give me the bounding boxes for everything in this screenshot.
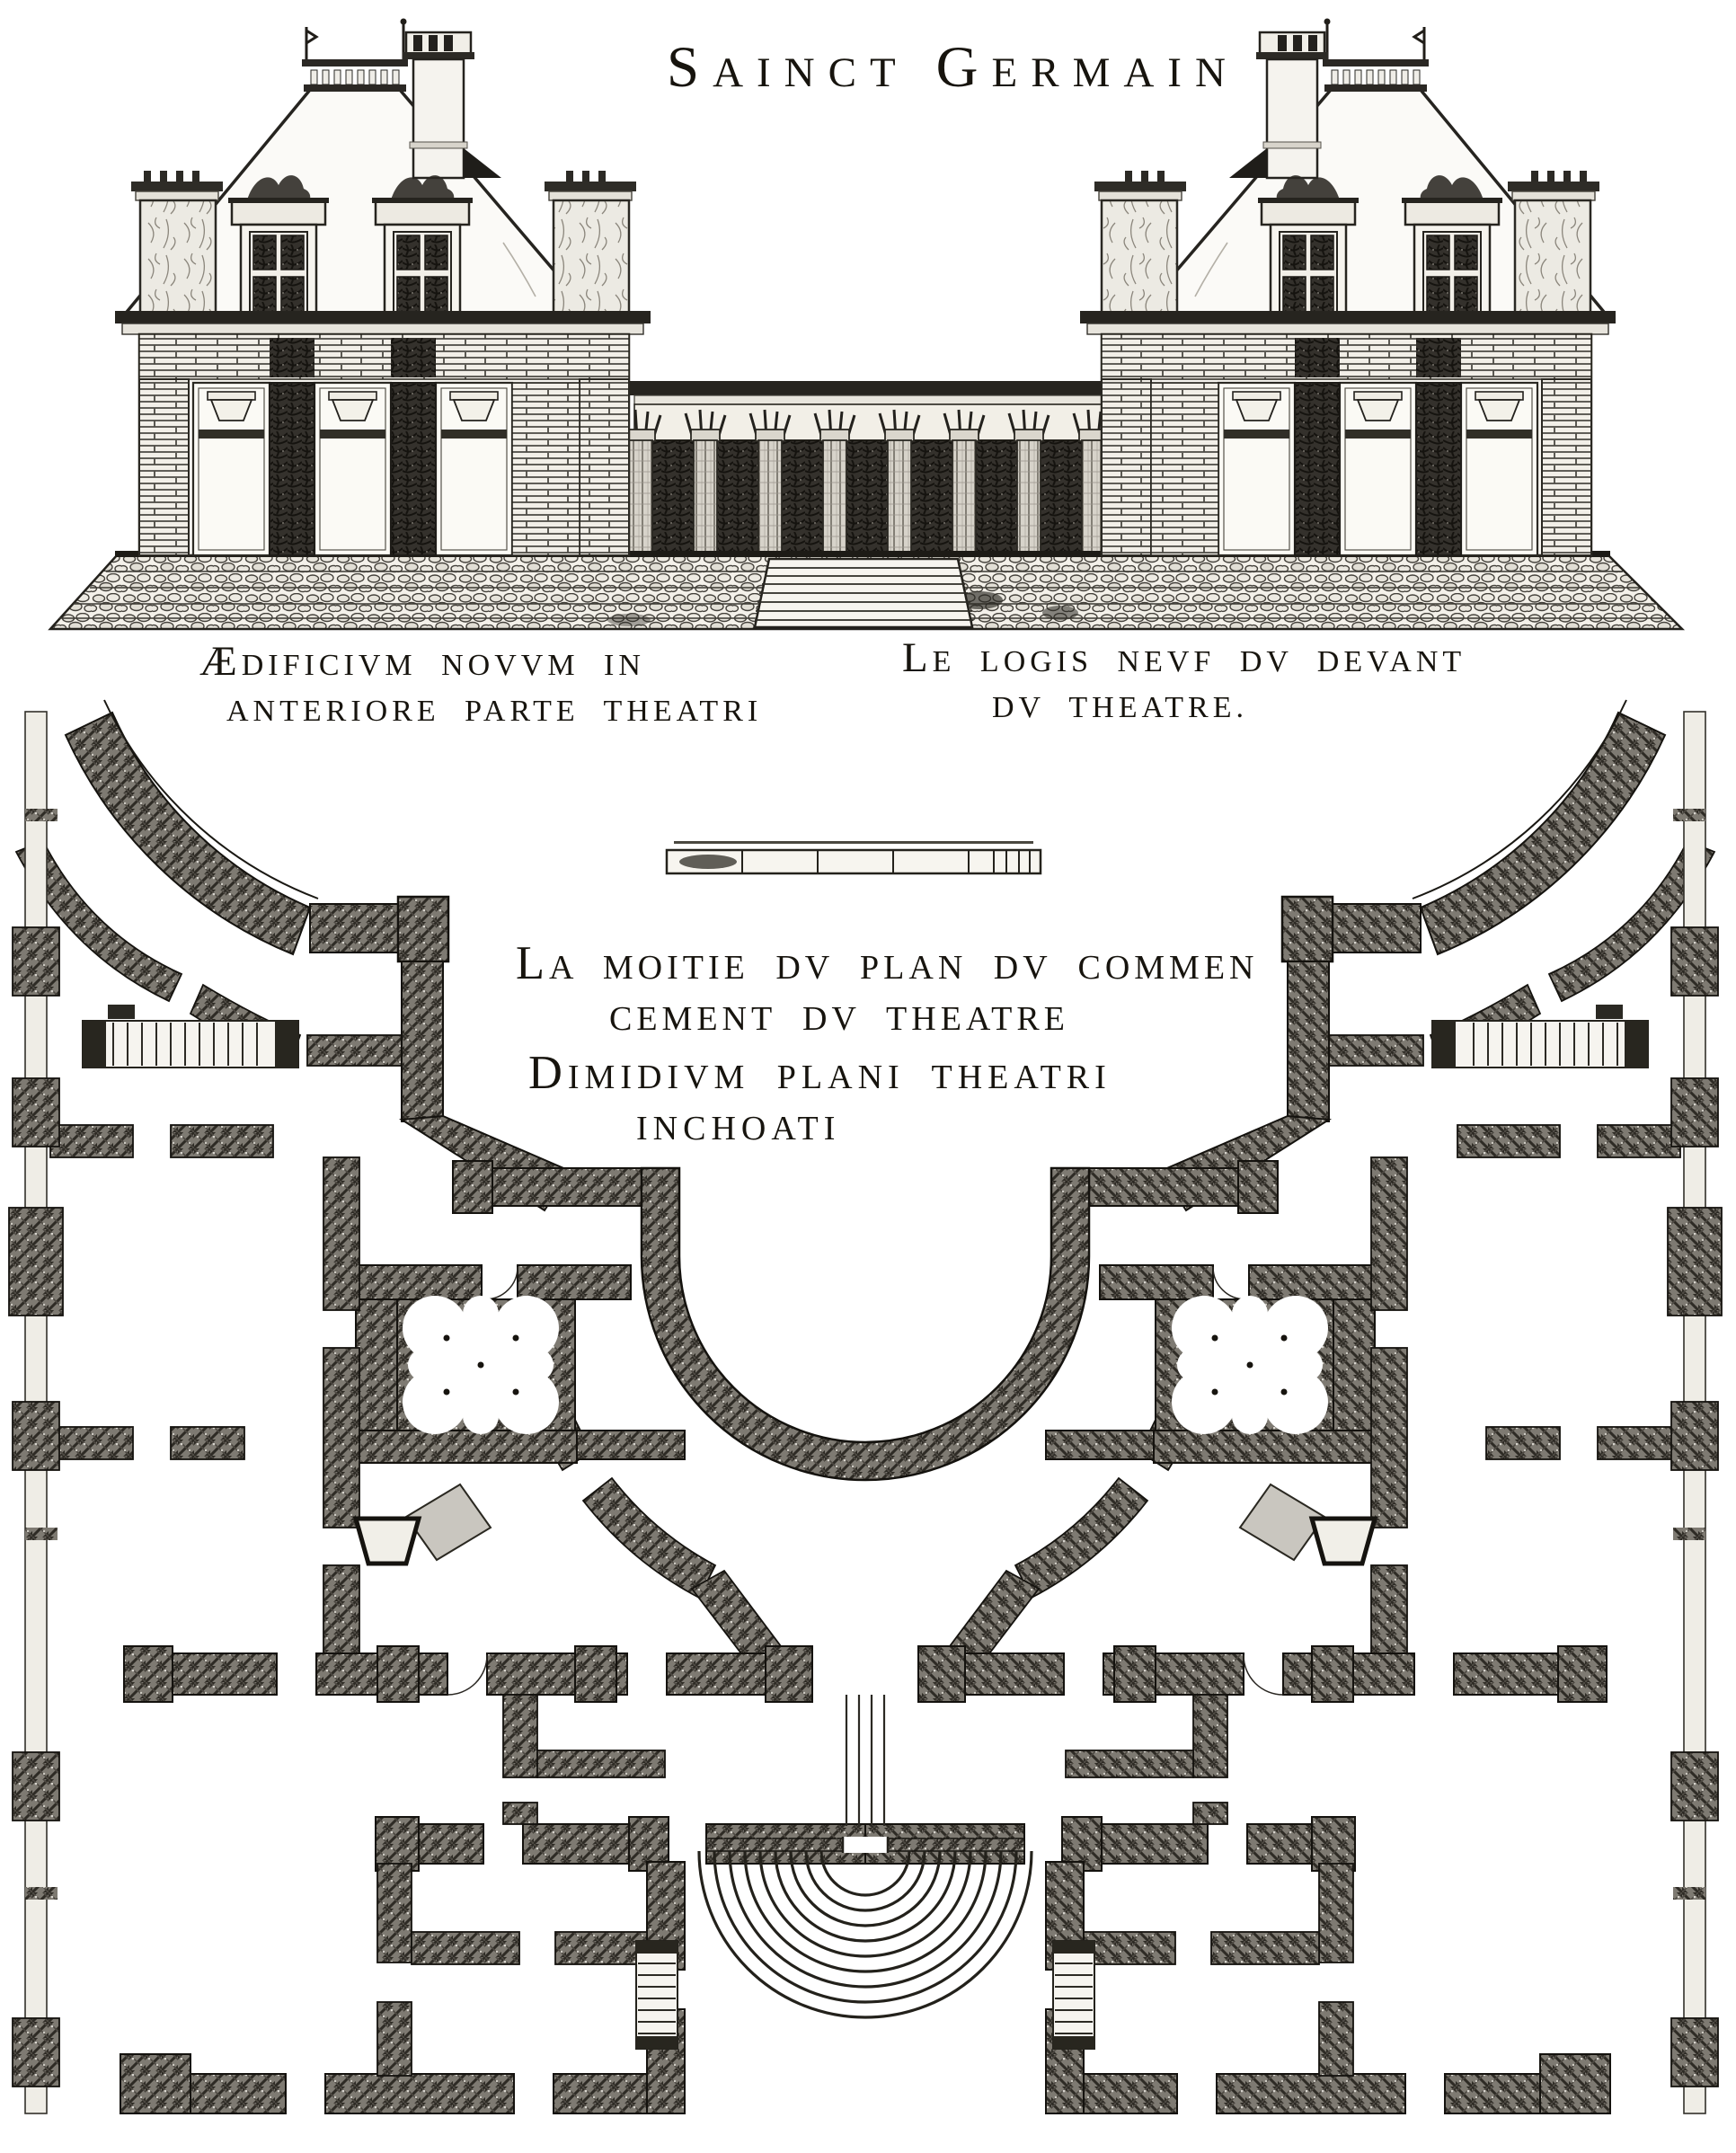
caption-line: ÆDIFICIVM NOVVM IN [199, 638, 645, 685]
center-stair-lines [845, 1695, 886, 1826]
terrace-steps [753, 557, 974, 629]
caption-line: LA MOITIE DV PLAN DV COMMEN [516, 937, 1259, 989]
elevation-caption-latin: ÆDIFICIVM NOVVM IN ANTERIORE PARTE THEAT… [199, 633, 762, 733]
spine-wall [123, 1645, 813, 1703]
caption-line: DV THEATRE. [992, 690, 1248, 724]
caption-line: DIMIDIVM PLANI THEATRI [528, 1047, 1112, 1099]
elevation-caption-french: LE LOGIS NEVF DV DEVANT DV THEATRE. [902, 629, 1466, 730]
gallery-frieze-fans [619, 409, 1115, 439]
staircase [82, 1005, 299, 1068]
caption-line: ANTERIORE PARTE THEATRI [226, 694, 763, 728]
plan-caption-french: LA MOITIE DV PLAN DV COMMEN CEMENT DV TH… [516, 931, 1259, 1043]
corner-room-block [120, 1861, 686, 2114]
quatrefoil-room [355, 1264, 686, 1464]
plate-title: SAINCT GERMAIN [667, 34, 1266, 102]
horseshoe-court-wall [640, 1166, 1091, 1482]
caption-line: CEMENT DV THEATRE [609, 1000, 1069, 1039]
staircase [635, 1940, 678, 2050]
caption-line: LE LOGIS NEVF DV DEVANT [902, 634, 1466, 681]
fan-steps [697, 1837, 1033, 2019]
plan-caption-latin: DIMIDIVM PLANI THEATRI INCHOATI [528, 1041, 1112, 1153]
title-word: GERMAIN [935, 35, 1239, 100]
title-word: SAINCT [667, 35, 909, 100]
floor-plan-drawing [8, 699, 1722, 2114]
caption-line: INCHOATI [636, 1110, 841, 1148]
plan-left-half [8, 699, 866, 2114]
scale-bar [665, 841, 1042, 875]
elevation-drawing [48, 16, 1686, 631]
